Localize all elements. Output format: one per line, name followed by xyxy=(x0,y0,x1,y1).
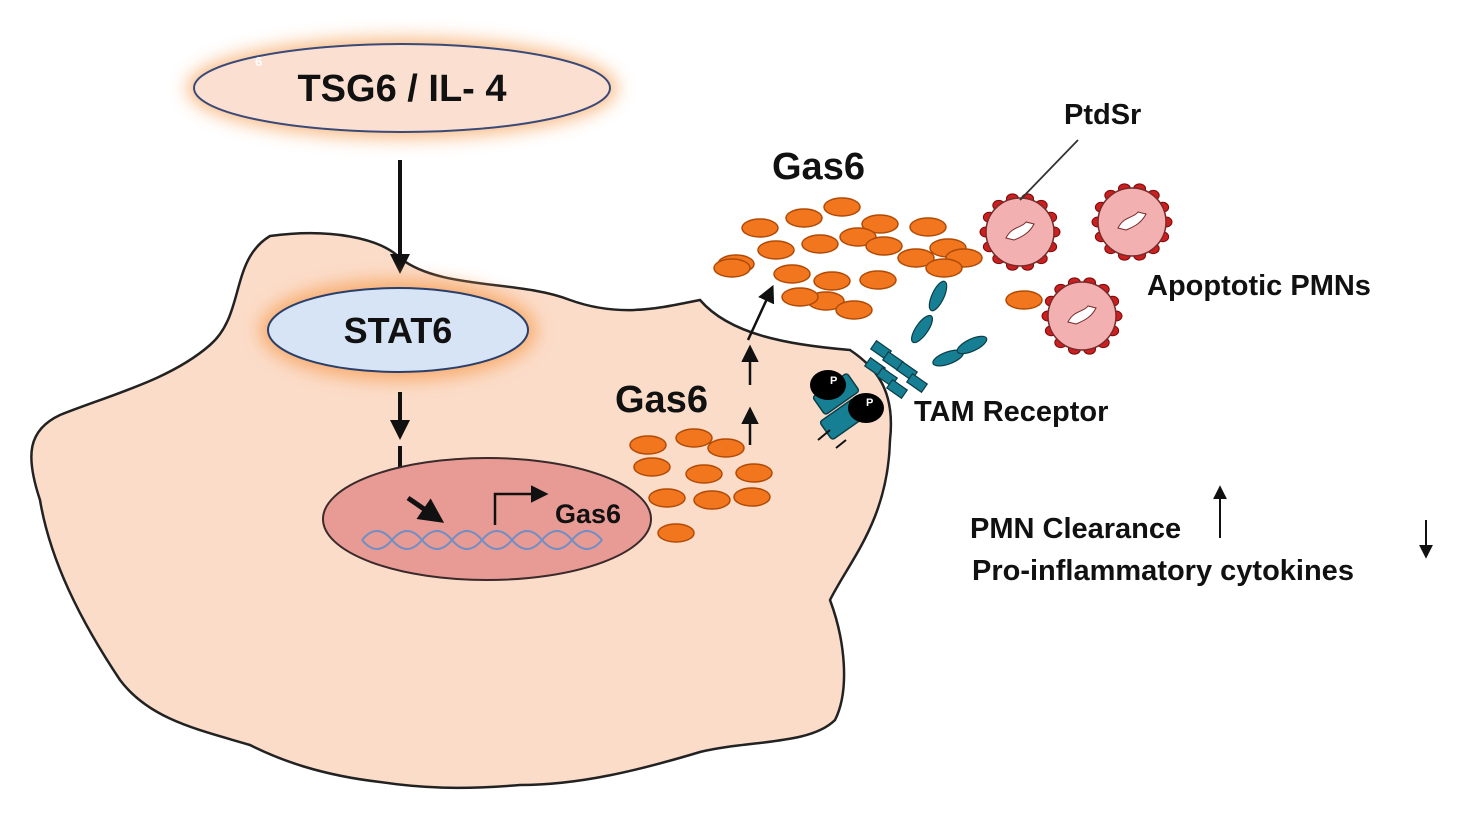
gas6-protein xyxy=(675,428,713,448)
gas6-protein xyxy=(741,218,779,238)
gas6-protein xyxy=(633,457,671,477)
gas6-protein xyxy=(773,264,811,284)
apoptotic-pmn-1 xyxy=(979,193,1061,271)
apoptotic-pmns-label: Apoptotic PMNs xyxy=(1147,270,1371,302)
gas6-protein xyxy=(861,214,899,234)
gas6-protein xyxy=(735,463,773,483)
gas6-protein xyxy=(801,234,839,254)
tam-receptor xyxy=(812,280,988,449)
apoptotic-pmn-group xyxy=(979,183,1173,355)
pmn-nucleus xyxy=(1067,305,1097,325)
apoptotic-pmn-2 xyxy=(1091,183,1173,261)
gas6-protein xyxy=(707,438,745,458)
gas6-protein xyxy=(839,227,877,247)
gas6-protein xyxy=(909,217,947,237)
tam-receptor-label: TAM Receptor xyxy=(914,396,1108,428)
gas6-protein xyxy=(693,490,731,510)
phospho-2-label: P xyxy=(866,397,873,409)
gas6-protein xyxy=(733,487,771,507)
pmn-nucleus xyxy=(1005,221,1035,241)
phospho-1-label: P xyxy=(830,375,837,387)
arrow-secretion-3 xyxy=(746,284,775,341)
phosphorylation-sites: P P xyxy=(810,370,884,423)
arrow-to-dna xyxy=(406,495,445,523)
gas6-protein xyxy=(813,271,851,291)
gas6-protein xyxy=(657,523,695,543)
stat6-label: STAT6 xyxy=(344,310,453,351)
gas6-protein xyxy=(859,270,897,290)
gas6-protein xyxy=(823,197,861,217)
gas6-protein xyxy=(757,240,795,260)
phospho-2 xyxy=(848,393,884,423)
gas6-protein xyxy=(713,258,751,278)
gas6-protein xyxy=(685,464,723,484)
gas6-protein xyxy=(648,488,686,508)
transcription-start-arrow xyxy=(493,485,549,525)
gas6-protein xyxy=(629,435,667,455)
gas6-protein xyxy=(865,236,903,256)
ptdsr-pointer-line xyxy=(1019,139,1079,201)
outcome-pro-inflammatory: Pro-inflammatory cytokines xyxy=(972,555,1354,587)
gas6-protein xyxy=(785,208,823,228)
gas6-secreted-label: Gas6 xyxy=(772,146,865,188)
pmn-nucleus xyxy=(1117,211,1147,231)
ligand-label: TSG6 / IL- 4 xyxy=(297,68,506,110)
dna-helix xyxy=(361,530,603,550)
gas6-protein xyxy=(1005,290,1043,310)
stat6-oval xyxy=(267,287,529,373)
gene-label: Gas6 xyxy=(555,499,621,529)
ligand-superscript: 6 xyxy=(255,54,262,69)
ligand-oval xyxy=(193,43,611,133)
gas6-cytoplasm-label: Gas6 xyxy=(615,379,708,421)
phospho-1 xyxy=(810,370,846,400)
outcome-pmn-clearance: PMN Clearance xyxy=(970,513,1181,545)
gas6-cytoplasm-cluster xyxy=(629,428,773,543)
gas6-secreted-cluster xyxy=(713,197,1043,320)
gas6-protein xyxy=(835,300,873,320)
gas6-protein xyxy=(781,287,819,307)
ptdsr-label: PtdSr xyxy=(1064,99,1141,131)
apoptotic-pmn-3 xyxy=(1041,277,1123,355)
gas6-protein xyxy=(925,258,963,278)
gas6-protein xyxy=(897,248,935,268)
